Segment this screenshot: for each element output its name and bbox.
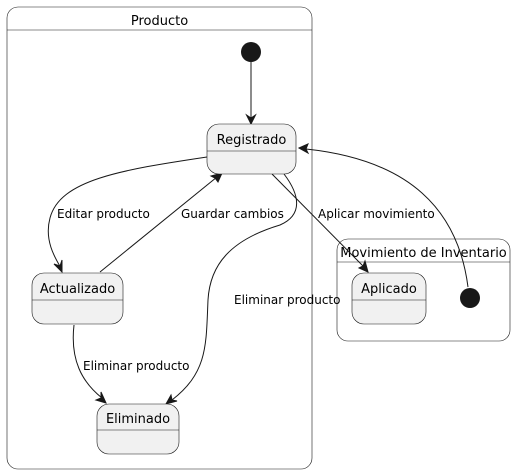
registrado-box (206, 123, 297, 175)
arrowhead-editar-producto (53, 259, 63, 274)
state-eliminado: Eliminado (96, 403, 180, 455)
edge-movimiento-registrado (305, 148, 469, 288)
arrowhead-eliminar-actualizado (94, 391, 107, 404)
movimiento-title: Movimiento de Inventario (340, 246, 507, 261)
registrado-label: Registrado (217, 133, 287, 148)
actualizado-label: Actualizado (40, 282, 115, 297)
arrowhead-movimiento-registrado (297, 143, 310, 155)
edge-aplicar-movimiento (271, 173, 364, 267)
arrowhead-initial-registrado (245, 113, 257, 126)
edge-editar-producto (47, 156, 208, 269)
state-registrado: Registrado (206, 123, 297, 175)
producto-title: Producto (131, 14, 188, 29)
edge-eliminar-actualizado (72, 324, 103, 399)
label-editar-producto: Editar producto (57, 207, 150, 221)
arrowhead-aplicar-movimiento (357, 259, 369, 273)
edge-eliminar-registrado (171, 173, 297, 401)
eliminado-box (96, 403, 180, 455)
state-aplicado: Aplicado (351, 272, 427, 325)
movimiento-initial-state (460, 288, 480, 308)
state-actualizado: Actualizado (31, 272, 124, 325)
label-eliminar-desde-registrado: Eliminar producto (234, 293, 340, 307)
label-aplicar-movimiento: Aplicar movimiento (318, 207, 435, 221)
producto-frame (6, 6, 313, 470)
eliminado-label: Eliminado (106, 412, 170, 427)
transitions (47, 62, 469, 405)
aplicado-label: Aplicado (361, 282, 417, 297)
arrowhead-eliminar-registrado (164, 393, 178, 405)
producto-initial-state (241, 42, 261, 62)
label-guardar-cambios: Guardar cambios (181, 207, 284, 221)
arrowhead-guardar-cambios (209, 172, 223, 183)
producto-composite: Producto (6, 6, 313, 470)
aplicado-box (351, 272, 427, 325)
label-eliminar-desde-actualizado: Eliminar producto (83, 359, 189, 373)
actualizado-box (31, 272, 124, 325)
edge-guardar-cambios (99, 176, 218, 273)
